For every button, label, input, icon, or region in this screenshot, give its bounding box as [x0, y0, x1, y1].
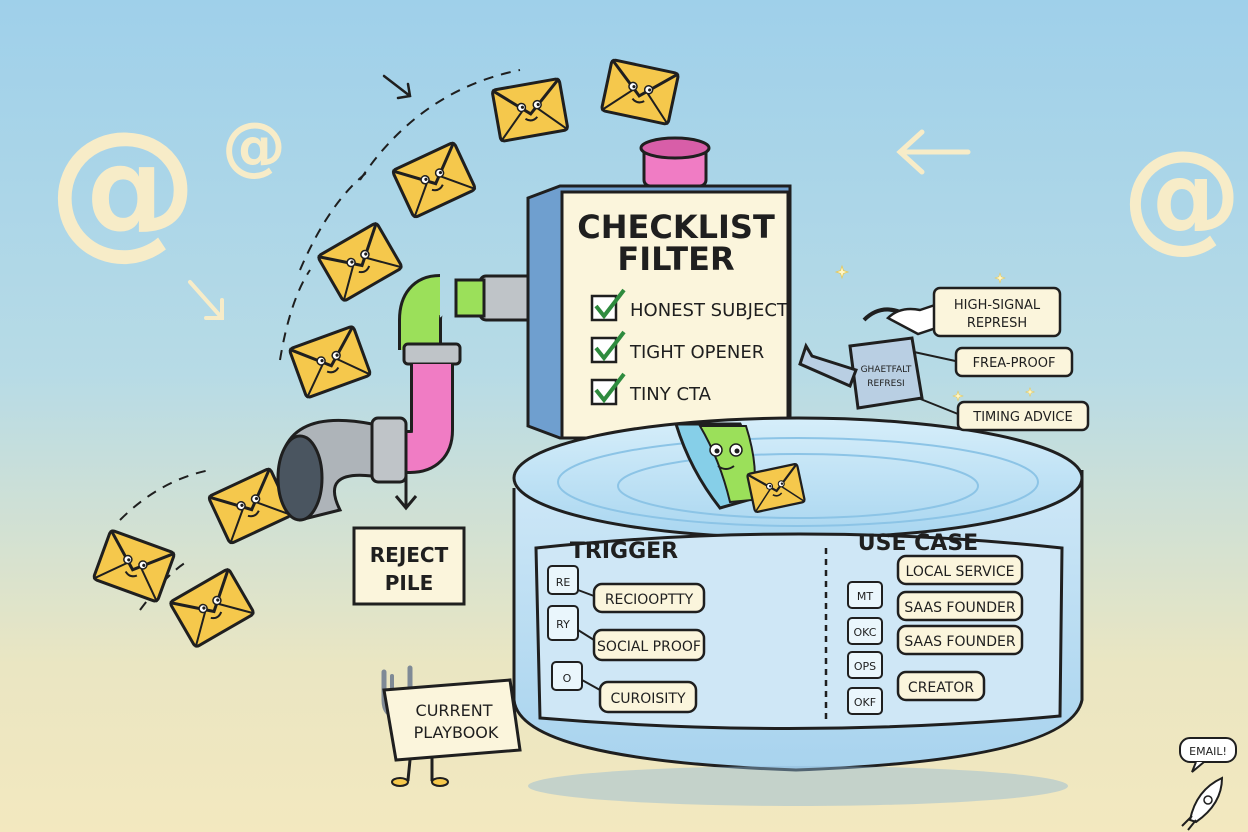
tag-label: REPRESH [967, 316, 1027, 331]
usecase-icon: OPS [854, 660, 876, 673]
trigger-row: RE RECIOOPTTY [547, 565, 706, 614]
usecase-icon: MT [857, 590, 873, 603]
tag-timing-advice: TIMING ADVICE [956, 400, 1090, 432]
check-label-honest-subject: HONEST SUBJECT [630, 300, 789, 321]
check-label-tiny-cta: TINY CTA [629, 384, 712, 405]
can-label-line1: GHAETFALT [861, 365, 912, 375]
check-item: HONEST SUBJECT [590, 288, 789, 322]
rocket-mascot: EMAIL! [1179, 737, 1237, 831]
current-playbook-character: CURRENT PLAYBOOK [381, 665, 522, 787]
rocket-bubble-text: EMAIL! [1189, 745, 1227, 758]
usecase-row: OKF CREATOR [847, 670, 986, 715]
usecase-label: LOCAL SERVICE [906, 564, 1015, 580]
at-symbol-small: @ [222, 110, 286, 184]
sparkle-icon [835, 265, 849, 279]
envelope-icon [599, 57, 681, 127]
rocket-icon [1181, 776, 1224, 831]
at-symbol-right: @ [1122, 126, 1242, 265]
envelope-icon [390, 140, 478, 220]
trigger-icon: RE [556, 576, 571, 589]
filter-title-line2: FILTER [617, 240, 734, 278]
trigger-row: O CUROISITY [551, 661, 698, 714]
tag-label: FREA-PROOF [973, 356, 1056, 371]
check-item: TINY CTA [590, 372, 712, 406]
reject-pipe [276, 274, 554, 522]
arrow-icon [188, 280, 224, 320]
tag-high-signal: HIGH-SIGNAL REPRESH [932, 286, 1062, 338]
trigger-row: RY SOCIAL PROOF [547, 605, 706, 662]
water-tub: TRIGGER USE CASE RE RECIOOPTTY RY SOCIAL… [512, 416, 1084, 806]
usecase-row: MT LOCAL SERVICE [847, 554, 1024, 609]
check-item: TIGHT OPENER [590, 330, 764, 364]
check-label-tight-opener: TIGHT OPENER [629, 342, 764, 363]
envelope-icon [490, 76, 570, 144]
arrow-icon [896, 129, 971, 175]
envelope-icon [91, 528, 177, 604]
usecase-row: OKC SAAS FOUNDER [847, 590, 1024, 645]
filter-title-line1: CHECKLIST [577, 208, 775, 246]
usecase-icon: OKC [854, 626, 877, 639]
usecase-row: OPS SAAS FOUNDER [847, 624, 1024, 679]
trigger-icon: O [563, 672, 572, 685]
sparkle-icon [952, 390, 964, 402]
arrow-icon [382, 74, 412, 100]
tag-label: HIGH-SIGNAL [954, 298, 1041, 313]
playbook-line2: PLAYBOOK [414, 723, 499, 742]
trigger-icon: RY [556, 618, 570, 631]
trigger-label: SOCIAL PROOF [597, 639, 701, 655]
envelope-icon [287, 324, 373, 400]
usecase-label: SAAS FOUNDER [904, 634, 1015, 650]
at-symbol-left: @ [48, 100, 198, 274]
sparkle-icon [1025, 387, 1035, 397]
usecase-label: CREATOR [908, 680, 974, 696]
reject-pile-sign: REJECT PILE [352, 526, 466, 606]
reject-pile-line1: REJECT [370, 543, 449, 567]
trigger-label: RECIOOPTTY [605, 592, 694, 608]
tag-frea-proof: FREA-PROOF [954, 346, 1074, 378]
usecase-label: SAAS FOUNDER [904, 600, 1015, 616]
sparkle-icon [994, 272, 1006, 284]
reject-pile-line2: PILE [385, 571, 434, 595]
trigger-label: CUROISITY [610, 691, 685, 707]
can-label-line2: REFRESI [867, 379, 904, 389]
tub-trigger-header: TRIGGER [570, 539, 678, 564]
tag-label: TIMING ADVICE [972, 410, 1072, 425]
watering-can: GHAETFALT REFRESI [798, 265, 1035, 415]
checklist-filter-box: CHECKLIST FILTER HONEST SUBJECT TIGHT OP… [526, 136, 792, 440]
envelope-icon [316, 220, 404, 304]
playbook-line1: CURRENT [416, 701, 493, 720]
usecase-icon: OKF [854, 696, 876, 709]
tub-usecase-header: USE CASE [858, 531, 978, 556]
envelope-icon [168, 566, 256, 650]
